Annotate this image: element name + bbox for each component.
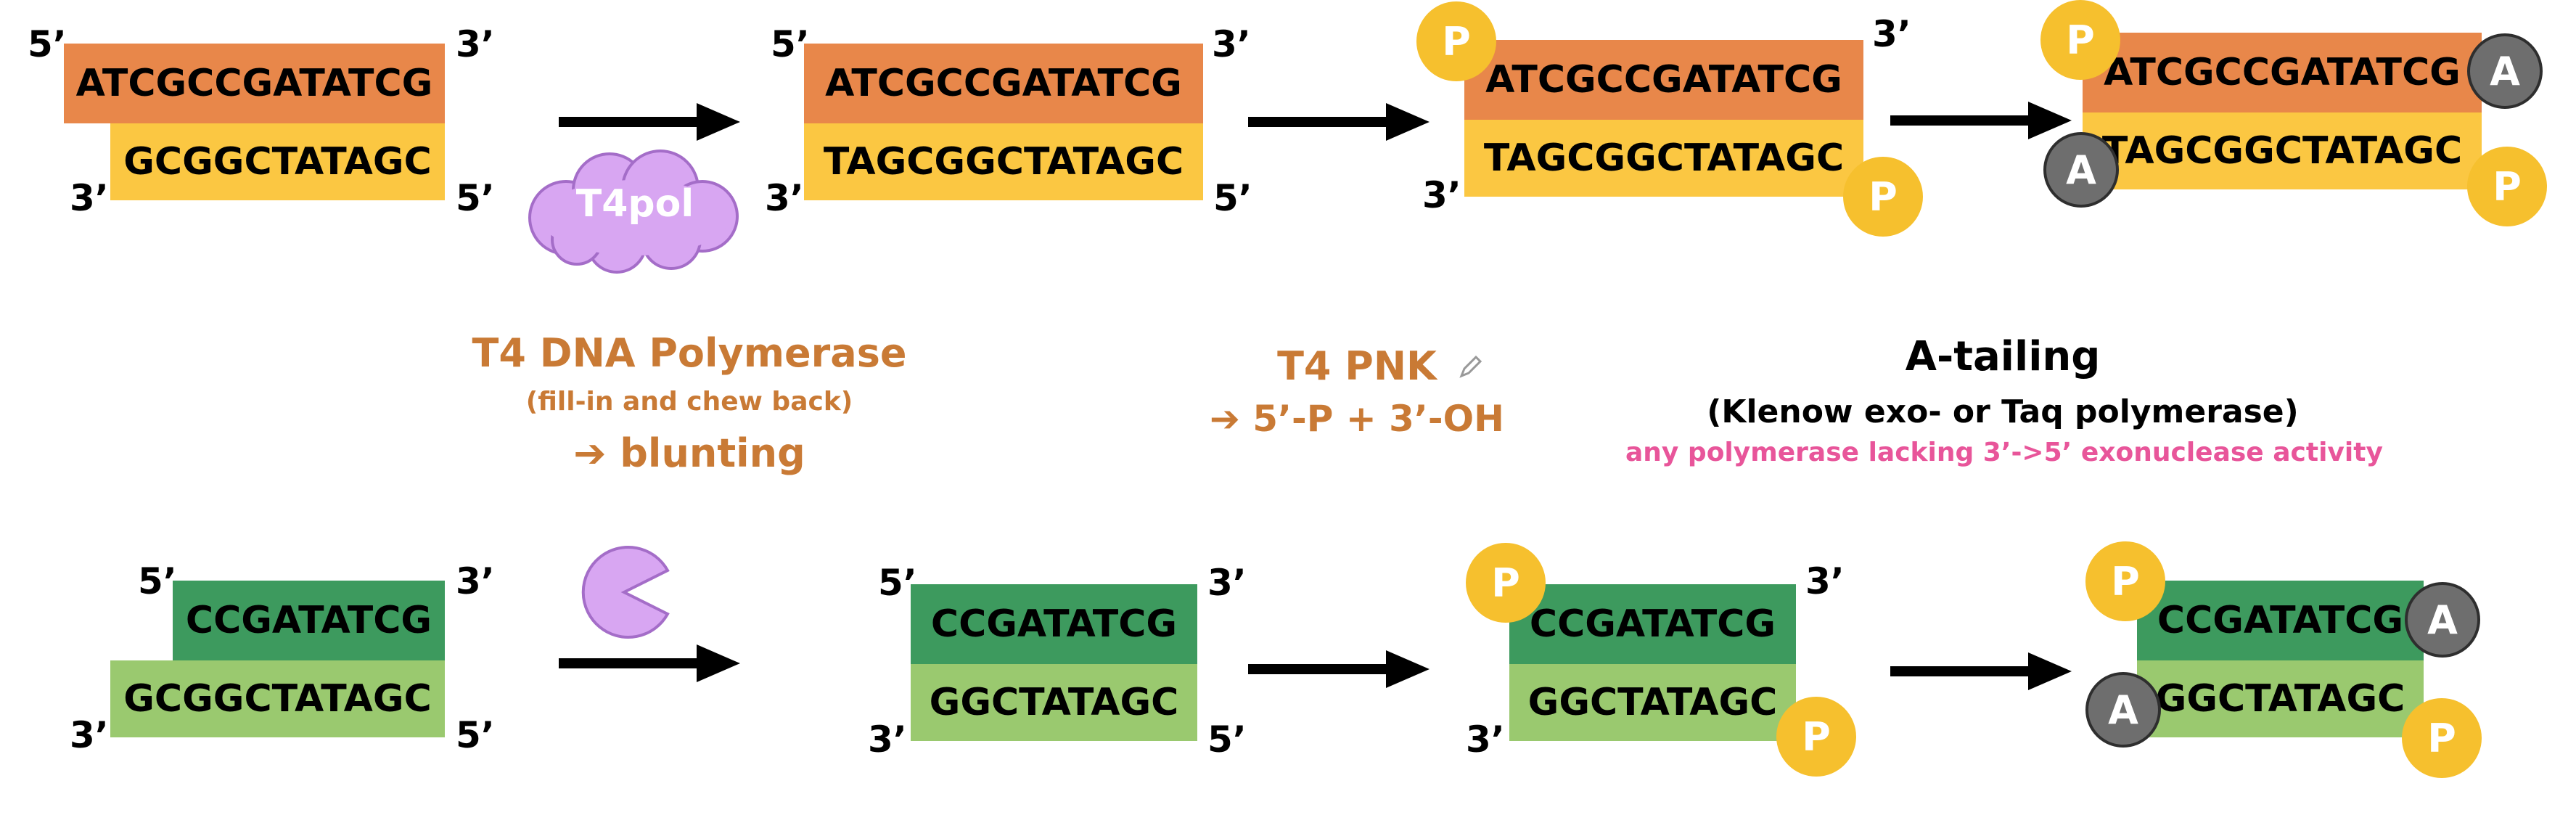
bottom-strand-box: GGCTATAGC bbox=[911, 664, 1197, 741]
five-prime-label: 5’ bbox=[138, 560, 177, 602]
arrow-icon bbox=[1890, 652, 2072, 690]
three-prime-label: 3’ bbox=[70, 177, 109, 219]
phosphate-badge: P bbox=[2040, 0, 2120, 80]
bottom-strand-box: TAGCGGCTATAGC bbox=[2083, 112, 2482, 189]
five-prime-label: 5’ bbox=[456, 177, 495, 219]
phosphate-badge: P bbox=[2467, 147, 2547, 226]
bottom-strand-box: GCGGCTATAGC bbox=[110, 123, 445, 200]
three-prime-label: 3’ bbox=[1805, 560, 1845, 602]
cloud-icon bbox=[528, 150, 739, 274]
three-prime-label: 3’ bbox=[1466, 718, 1505, 761]
bottom-strand-box: TAGCGGCTATAGC bbox=[1464, 120, 1863, 197]
five-prime-label: 5’ bbox=[878, 562, 917, 604]
arrow-icon bbox=[559, 103, 740, 141]
arrow-icon bbox=[1890, 102, 2072, 139]
bottom-strand-box: TAGCGGCTATAGC bbox=[804, 123, 1203, 200]
top-strand-box: CCGATATCG bbox=[173, 581, 445, 660]
five-prime-label: 5’ bbox=[1207, 718, 1247, 761]
top-strand-box: CCGATATCG bbox=[1509, 584, 1796, 664]
polymerase-subtitle: (fill-in and chew back) bbox=[525, 387, 853, 417]
three-prime-label: 3’ bbox=[70, 714, 109, 756]
top-strand-box: ATCGCCGATATCG bbox=[64, 44, 445, 123]
three-prime-label: 3’ bbox=[868, 718, 907, 761]
five-prime-label: 5’ bbox=[1213, 177, 1252, 219]
pnk-title: T4 PNK bbox=[1277, 343, 1437, 389]
pnk-result: ➔ 5’-P + 3’-OH bbox=[1209, 398, 1505, 440]
five-prime-label: 5’ bbox=[28, 23, 67, 65]
polymerase-result: ➔ blunting bbox=[573, 430, 805, 476]
three-prime-label: 3’ bbox=[1207, 562, 1247, 604]
arrow-icon bbox=[1248, 103, 1429, 141]
top-strand-box: ATCGCCGATATCG bbox=[1464, 40, 1863, 120]
three-prime-label: 3’ bbox=[1422, 174, 1461, 216]
exonuclease-icon bbox=[581, 546, 670, 639]
phosphate-badge: P bbox=[1416, 1, 1496, 81]
adenine-badge: A bbox=[2085, 672, 2161, 748]
three-prime-label: 3’ bbox=[456, 560, 495, 602]
three-prime-label: 3’ bbox=[1872, 13, 1911, 55]
bottom-strand-box: GGCTATAGC bbox=[1509, 664, 1796, 741]
top-strand-box: CCGATATCG bbox=[911, 584, 1197, 664]
top-strand-box: CCGATATCG bbox=[2137, 581, 2424, 660]
atail-subtitle: (Klenow exo- or Taq polymerase) bbox=[1707, 393, 2299, 430]
pencil-icon bbox=[1459, 355, 1482, 378]
phosphate-badge: P bbox=[2085, 541, 2165, 621]
adenine-badge: A bbox=[2043, 132, 2119, 208]
phosphate-badge: P bbox=[1843, 157, 1923, 237]
cloud-label: T4pol bbox=[575, 182, 694, 226]
phosphate-badge: P bbox=[1776, 697, 1856, 777]
five-prime-label: 5’ bbox=[771, 23, 810, 65]
adenine-badge: A bbox=[2405, 582, 2480, 658]
phosphate-badge: P bbox=[2402, 698, 2482, 778]
three-prime-label: 3’ bbox=[765, 177, 804, 219]
phosphate-badge: P bbox=[1466, 543, 1546, 623]
arrow-icon bbox=[559, 644, 740, 682]
bottom-strand-box: GGCTATAGC bbox=[2137, 660, 2424, 737]
atail-note: any polymerase lacking 3’->5’ exonucleas… bbox=[1625, 438, 2383, 467]
top-strand-box: ATCGCCGATATCG bbox=[804, 44, 1203, 123]
polymerase-title: T4 DNA Polymerase bbox=[472, 330, 907, 376]
arrow-icon bbox=[1248, 650, 1429, 688]
five-prime-label: 5’ bbox=[456, 714, 495, 756]
adenine-badge: A bbox=[2467, 33, 2543, 109]
atail-title: A-tailing bbox=[1905, 333, 2101, 380]
three-prime-label: 3’ bbox=[456, 23, 495, 65]
bottom-strand-box: GCGGCTATAGC bbox=[110, 660, 445, 737]
three-prime-label: 3’ bbox=[1212, 23, 1251, 65]
top-strand-box: ATCGCCGATATCG bbox=[2083, 33, 2482, 112]
